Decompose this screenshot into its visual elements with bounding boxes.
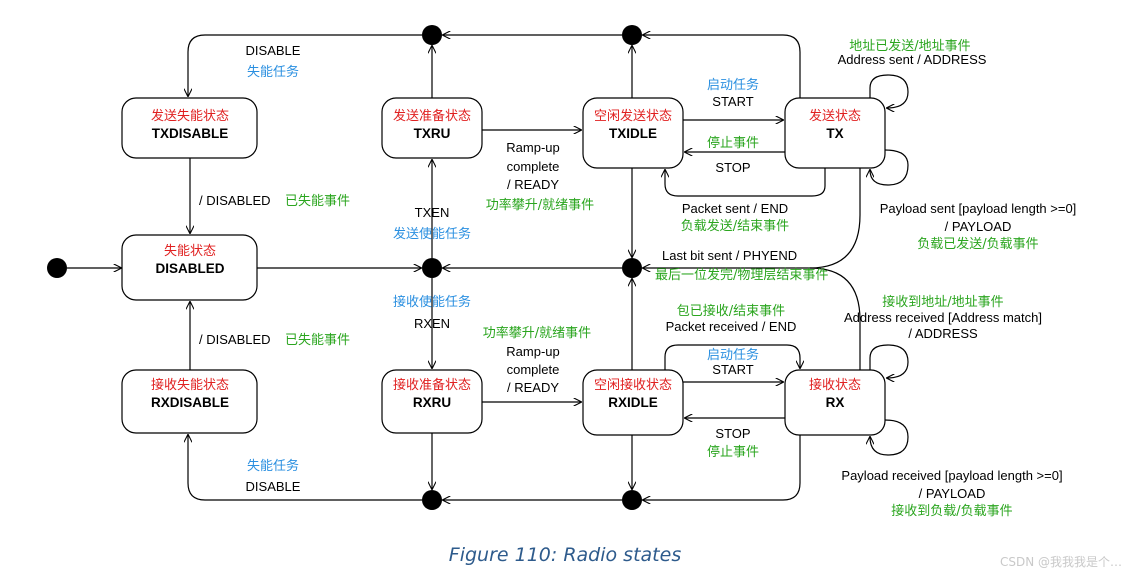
label-last-bit-cn: 最后一位发完/物理层结束事件 (655, 267, 828, 283)
label-payload-sent-en2: / PAYLOAD (945, 219, 1012, 234)
txdisable-en: TXDISABLE (152, 126, 229, 141)
label-txen-cn: 发送使能任务 (393, 226, 471, 242)
state-tx (784, 97, 886, 169)
label-payload-sent-cn: 负载已发送/负载事件 (917, 236, 1038, 252)
label-start-rx-en: START (712, 362, 753, 377)
label-stop-rx-en: STOP (715, 426, 750, 441)
rxru-en: RXRU (413, 395, 451, 410)
label-address-sent-en: Address sent / ADDRESS (838, 52, 987, 67)
label-rxen-cn: 接收使能任务 (393, 294, 471, 310)
junction-bottom-mid (422, 490, 442, 510)
rxdisable-en: RXDISABLE (151, 395, 229, 410)
loop-tx-address (869, 74, 909, 108)
label-rxen-en: RXEN (414, 316, 450, 331)
label-payload-sent-en1: Payload sent [payload length >=0] (880, 201, 1077, 216)
label-start-tx-cn: 启动任务 (707, 77, 759, 93)
label-disabled-top-en: / DISABLED (199, 193, 271, 208)
label-disabled-bottom-cn: 已失能事件 (285, 333, 350, 348)
label-disable-bottom-en: DISABLE (246, 479, 301, 494)
loop-rx-payload (870, 419, 909, 456)
figure-caption: Figure 110: Radio states (448, 544, 682, 566)
rxidle-cn: 空闲接收状态 (594, 377, 672, 393)
label-packet-received-cn: 包已接收/结束事件 (677, 303, 785, 319)
junction-center (422, 258, 442, 278)
label-start-rx-cn: 启动任务 (707, 347, 759, 363)
label-rampup-tx-cn: 功率攀升/就绪事件 (486, 197, 594, 213)
label-rampup-tx-1: Ramp-up (506, 140, 559, 155)
arrow-disable-bottom (188, 435, 422, 501)
loop-tx-payload (870, 149, 909, 186)
label-disabled-bottom-en: / DISABLED (199, 332, 271, 347)
label-disable-top-en: DISABLE (246, 43, 301, 58)
label-rampup-rx-2: complete (507, 362, 560, 377)
label-packet-sent-cn: 负载发送/结束事件 (681, 218, 789, 234)
txdisable-cn: 发送失能状态 (151, 108, 229, 124)
rxdisable-cn: 接收失能状态 (151, 377, 229, 393)
label-rampup-rx-cn: 功率攀升/就绪事件 (483, 325, 591, 341)
label-address-received-en1: Address received [Address match] (844, 310, 1042, 325)
txru-cn: 发送准备状态 (393, 108, 471, 124)
disabled-cn: 失能状态 (164, 244, 216, 259)
label-txen-en: TXEN (415, 205, 450, 220)
rx-cn: 接收状态 (809, 377, 861, 393)
label-disable-top-cn: 失能任务 (247, 64, 299, 80)
junction-top-right (622, 25, 642, 45)
label-address-received-en2: / ADDRESS (908, 326, 978, 341)
rx-en: RX (826, 395, 845, 410)
label-disable-bottom-cn: 失能任务 (247, 458, 299, 474)
tx-en: TX (826, 126, 843, 141)
arrow-start-rx (664, 344, 800, 370)
label-rampup-rx-1: Ramp-up (506, 344, 559, 359)
label-address-sent-cn: 地址已发送/地址事件 (849, 38, 970, 54)
label-address-received-cn: 接收到地址/地址事件 (882, 294, 1003, 310)
label-packet-sent-en: Packet sent / END (682, 201, 788, 216)
junction-right (622, 258, 642, 278)
watermark: CSDN @我我我是个… (999, 555, 1122, 569)
label-payload-received-en1: Payload received [payload length >=0] (841, 468, 1062, 483)
label-payload-received-en2: / PAYLOAD (919, 486, 986, 501)
label-packet-received-en: Packet received / END (666, 319, 797, 334)
txidle-cn: 空闲发送状态 (594, 108, 672, 124)
tx-cn: 发送状态 (809, 108, 861, 124)
label-stop-tx-en: STOP (715, 160, 750, 175)
txru-en: TXRU (414, 126, 451, 141)
initial-node (47, 258, 67, 278)
arrow-tx-disable (643, 35, 801, 98)
state-txidle (582, 97, 684, 169)
loop-rx-address (869, 344, 909, 378)
rxidle-en: RXIDLE (608, 395, 658, 410)
label-stop-tx-cn: 停止事件 (707, 135, 759, 151)
label-stop-rx-cn: 停止事件 (707, 444, 759, 460)
junction-top-mid (422, 25, 442, 45)
txidle-en: TXIDLE (609, 126, 657, 141)
rxru-cn: 接收准备状态 (393, 377, 471, 393)
label-rampup-rx-3: / READY (507, 380, 559, 395)
label-start-tx-en: START (712, 94, 753, 109)
arrow-packet-sent (665, 168, 826, 197)
state-rx (784, 369, 886, 436)
label-payload-received-cn: 接收到负载/负载事件 (891, 503, 1012, 519)
state-rxidle (582, 369, 684, 436)
label-rampup-tx-2: complete (507, 159, 560, 174)
arrow-rx-disable (643, 435, 801, 500)
arrow-disable-top (188, 34, 422, 96)
label-rampup-tx-3: / READY (507, 177, 559, 192)
label-last-bit-en: Last bit sent / PHYEND (662, 248, 797, 263)
disabled-en: DISABLED (155, 261, 224, 276)
junction-bottom-right (622, 490, 642, 510)
label-disabled-top-cn: 已失能事件 (285, 194, 350, 209)
arrow-packet-received (809, 267, 861, 370)
